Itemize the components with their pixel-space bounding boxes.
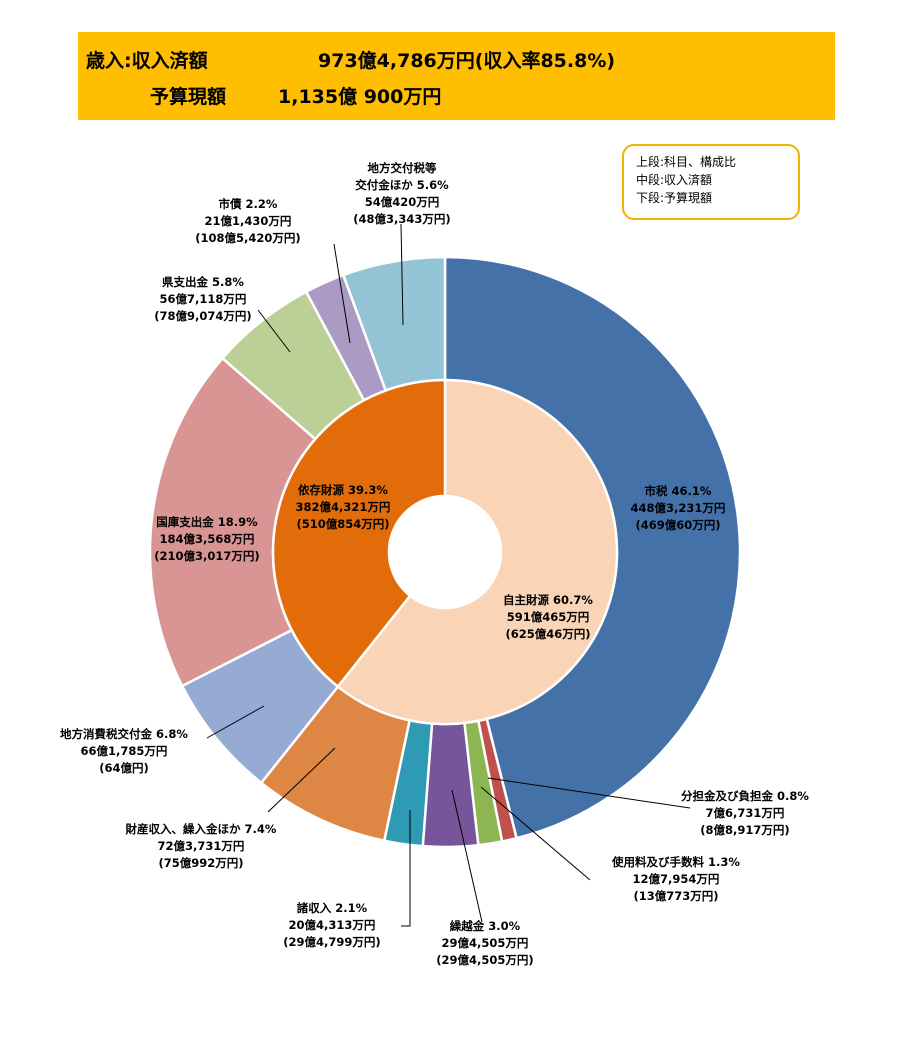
outer-4-leader-line xyxy=(401,810,411,927)
legend-line-top: 上段:科目、構成比 xyxy=(636,155,737,169)
outer-9-label-line1: 市債 2.2% xyxy=(219,197,278,211)
outer-7-label-line1: 国庫支出金 18.9% xyxy=(156,515,258,529)
outer-4-label-line3: (29億4,799万円) xyxy=(283,935,380,949)
outer-0-label-line1: 市税 46.1% xyxy=(645,484,712,498)
revenue-amount: 973億4,786万円(収入率85.8%) xyxy=(318,50,616,72)
inner-0-label-line3: (625億46万円) xyxy=(505,627,590,641)
outer-6-leader-line xyxy=(206,705,265,739)
outer-9-leader-line xyxy=(333,243,351,344)
inner-1-slice xyxy=(271,378,447,689)
outer-3-label-line3: (29億4,505万円) xyxy=(436,953,533,967)
inner-0-slice xyxy=(336,378,619,726)
outer-0-label-line3: (469億60万円) xyxy=(635,518,720,532)
outer-3-label-line1: 繰越金 3.0% xyxy=(450,919,521,933)
outer-6-label-line2: 66億1,785万円 xyxy=(81,744,168,758)
outer-2-label-line3: (13億773万円) xyxy=(633,889,718,903)
inner-0-label-line2: 591億465万円 xyxy=(507,610,590,624)
outer-5-label-line3: (75億992万円) xyxy=(158,856,243,870)
legend-line-bottom: 下段:予算現額 xyxy=(636,191,713,205)
outer-7-label-line2: 184億3,568万円 xyxy=(160,532,255,546)
outer-10-leader-line xyxy=(400,223,404,326)
inner-0-label-line1: 自主財源 60.7% xyxy=(503,593,593,607)
outer-8-label-line1: 県支出金 5.8% xyxy=(162,275,244,289)
outer-9-label-line3: (108億5,420万円) xyxy=(195,231,300,245)
outer-1-label-line1: 分担金及び負担金 0.8% xyxy=(681,789,809,803)
outer-0-label-line2: 448億3,231万円 xyxy=(631,501,726,515)
outer-2-label-line2: 12億7,954万円 xyxy=(633,872,720,886)
outer-7-label-line3: (210億3,017万円) xyxy=(154,549,259,563)
outer-5-label-line1: 財産収入、繰入金ほか 7.4% xyxy=(125,822,277,836)
outer-5-leader-line xyxy=(267,747,336,813)
outer-10-label-line0: 地方交付税等 xyxy=(368,161,437,175)
outer-10-label-line2: 54億420万円 xyxy=(365,195,440,209)
budget-label: 予算現額 xyxy=(150,86,227,108)
outer-9-label-line2: 21億1,430万円 xyxy=(205,214,292,228)
outer-8-leader-line xyxy=(257,309,291,353)
outer-8-label-line2: 56億7,118万円 xyxy=(160,292,247,306)
outer-3-leader-line xyxy=(451,789,483,923)
summary-row-revenue: 歳入:収入済額 973億4,786万円(収入率85.8%) xyxy=(86,46,615,73)
inner-1-label-line3: (510億854万円) xyxy=(296,517,389,531)
outer-4-label-line1: 諸収入 2.1% xyxy=(297,901,368,915)
outer-3-label-line2: 29億4,505万円 xyxy=(442,936,529,950)
outer-2-label-line1: 使用料及び手数料 1.3% xyxy=(611,855,740,869)
outer-4-label-line2: 20億4,313万円 xyxy=(289,918,376,932)
outer-1-label-line3: (8億8,917万円) xyxy=(700,823,789,837)
outer-1-label-line2: 7億6,731万円 xyxy=(706,806,785,820)
legend-line-middle: 中段:収入済額 xyxy=(636,173,713,187)
outer-10-label-line3: (48億3,343万円) xyxy=(353,212,450,226)
outer-1-leader-line xyxy=(487,777,691,809)
outer-6-label-line3: (64億円) xyxy=(99,761,149,775)
outer-5-label-line2: 72億3,731万円 xyxy=(158,839,245,853)
revenue-label: 歳入:収入済額 xyxy=(86,50,208,72)
inner-1-label-line2: 382億4,321万円 xyxy=(296,500,391,514)
outer-6-label-line1: 地方消費税交付金 6.8% xyxy=(60,727,188,741)
summary-banner: 歳入:収入済額 973億4,786万円(収入率85.8%) 予算現額 1,135… xyxy=(78,32,835,120)
summary-row-budget: 予算現額 1,135億 900万円 xyxy=(150,82,441,109)
outer-8-label-line3: (78億9,074万円) xyxy=(154,309,251,323)
inner-1-label-line1: 依存財源 39.3% xyxy=(298,483,388,497)
outer-10-label-line1: 交付金ほか 5.6% xyxy=(355,178,449,192)
outer-2-leader-line xyxy=(480,786,591,881)
budget-amount: 1,135億 900万円 xyxy=(278,86,442,108)
legend-box: 上段:科目、構成比 中段:収入済額 下段:予算現額 xyxy=(622,144,800,220)
